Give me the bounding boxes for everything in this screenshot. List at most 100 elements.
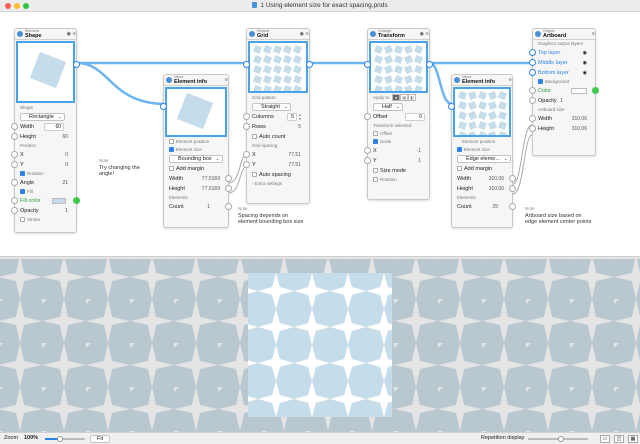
- port-icon[interactable]: [243, 161, 250, 168]
- port-icon[interactable]: [11, 197, 18, 204]
- fit-button[interactable]: Fit: [90, 435, 111, 443]
- port-icon[interactable]: [529, 115, 536, 122]
- rows-field[interactable]: 5: [298, 124, 301, 130]
- note-angle[interactable]: Note Try changing the angle!: [99, 158, 140, 178]
- artboard-node-header[interactable]: Output Artboard ⚙: [533, 29, 595, 40]
- port-icon[interactable]: [11, 161, 18, 168]
- port-icon[interactable]: [73, 61, 80, 68]
- offset-field[interactable]: 0: [405, 113, 425, 121]
- output-preview[interactable]: [0, 259, 640, 432]
- port-icon[interactable]: [529, 49, 536, 56]
- element-info-header[interactable]: Value Element info ⚙: [452, 75, 512, 86]
- shape-node[interactable]: Element Shape ◉ ⚙ Shape Rectangle⌄ Width…: [11, 28, 80, 233]
- y-field[interactable]: 0: [65, 162, 68, 168]
- port-icon[interactable]: [509, 203, 516, 210]
- checkbox-icon[interactable]: [373, 176, 378, 182]
- x-field[interactable]: 77.51: [288, 152, 301, 158]
- eye-icon[interactable]: ◉: [582, 70, 587, 76]
- port-icon[interactable]: [11, 123, 18, 130]
- opacity-field[interactable]: 1: [560, 98, 563, 104]
- checkbox-icon[interactable]: [373, 138, 378, 144]
- port-icon[interactable]: [160, 103, 167, 110]
- zoom-window-button[interactable]: [23, 3, 29, 9]
- element-info-node-1[interactable]: Value Element info ⚙ Element position El…: [160, 74, 232, 228]
- port-icon[interactable]: [73, 197, 80, 204]
- checkbox-icon[interactable]: [20, 170, 25, 176]
- transform-node-header[interactable]: Change Transform ◉ ⚙: [368, 29, 429, 40]
- eye-icon[interactable]: ◉: [582, 50, 587, 56]
- mode-select[interactable]: Bounding box⌄: [169, 155, 223, 163]
- port-icon[interactable]: [529, 97, 536, 104]
- repetition-slider[interactable]: [528, 436, 588, 442]
- gear-icon[interactable]: ⚙: [425, 31, 429, 36]
- port-icon[interactable]: [243, 113, 250, 120]
- checkbox-icon[interactable]: [252, 171, 257, 177]
- checkbox-icon[interactable]: [169, 165, 174, 171]
- checkbox-icon[interactable]: [538, 78, 543, 84]
- port-icon[interactable]: [243, 123, 250, 130]
- grid-node-header[interactable]: Repeat Grid ◉ ⚙: [247, 29, 309, 40]
- checkbox-icon[interactable]: [169, 138, 174, 144]
- port-icon[interactable]: [364, 147, 371, 154]
- repetition-slider-knob[interactable]: [558, 436, 564, 442]
- eye-icon[interactable]: ◉: [419, 31, 424, 37]
- color-swatch[interactable]: [571, 88, 587, 94]
- port-icon[interactable]: [225, 185, 232, 192]
- port-icon[interactable]: [529, 87, 536, 94]
- gear-icon[interactable]: ⚙: [305, 31, 309, 36]
- seg-half-icon[interactable]: ◧: [408, 94, 417, 101]
- port-icon[interactable]: [11, 207, 18, 214]
- y-field[interactable]: 1: [418, 158, 421, 164]
- gear-icon[interactable]: ⚙: [508, 77, 512, 82]
- port-icon[interactable]: [529, 59, 536, 66]
- port-icon[interactable]: [11, 179, 18, 186]
- extra-settings-row[interactable]: › Extra settings: [247, 180, 309, 188]
- element-info-node-2[interactable]: Value Element info ⚙ Element position El…: [448, 74, 516, 228]
- split-toggle-icon[interactable]: ▦: [628, 435, 638, 443]
- gear-icon[interactable]: ⚙: [591, 31, 595, 36]
- checkbox-icon[interactable]: [252, 133, 257, 139]
- close-window-button[interactable]: [5, 3, 11, 9]
- checkbox-icon[interactable]: [457, 165, 462, 171]
- shape-node-header[interactable]: Element Shape ◉ ⚙: [15, 29, 76, 40]
- transform-node[interactable]: Change Transform ◉ ⚙ Apply to●▦◧ Half⌄ O…: [364, 28, 433, 200]
- mode-select[interactable]: Edge eleme...⌄: [457, 155, 511, 163]
- x-field[interactable]: -1: [416, 148, 421, 154]
- port-icon[interactable]: [364, 61, 371, 68]
- port-icon[interactable]: [529, 125, 536, 132]
- checkbox-icon[interactable]: [20, 216, 25, 222]
- angle-field[interactable]: 21: [62, 180, 68, 186]
- port-icon[interactable]: [243, 61, 250, 68]
- pattern-select[interactable]: Straight⌄: [252, 103, 291, 111]
- zoom-slider-knob[interactable]: [57, 436, 63, 442]
- port-icon[interactable]: [364, 157, 371, 164]
- eye-icon[interactable]: ◉: [582, 60, 587, 66]
- eye-icon[interactable]: ◉: [66, 31, 71, 37]
- element-info-header[interactable]: Value Element info ⚙: [164, 75, 228, 86]
- port-icon[interactable]: [11, 151, 18, 158]
- checkbox-icon[interactable]: [457, 146, 462, 152]
- artboard-node[interactable]: Output Artboard ⚙ Graphics output layers…: [529, 28, 599, 156]
- note-artboard[interactable]: Note Artboard size based on edge element…: [525, 206, 591, 226]
- port-icon[interactable]: [225, 203, 232, 210]
- node-canvas[interactable]: Element Shape ◉ ⚙ Shape Rectangle⌄ Width…: [0, 12, 640, 256]
- columns-field[interactable]: 5: [287, 113, 297, 121]
- checkbox-icon[interactable]: [169, 146, 174, 152]
- seg-grid-icon[interactable]: ▦: [400, 94, 409, 101]
- eye-icon[interactable]: ◉: [299, 31, 304, 37]
- minimize-window-button[interactable]: [14, 3, 20, 9]
- checkbox-icon[interactable]: [373, 167, 378, 173]
- view-toggle-icon[interactable]: ▭: [600, 435, 610, 443]
- x-field[interactable]: 0: [65, 152, 68, 158]
- seg-one-icon[interactable]: ●: [392, 94, 401, 101]
- port-icon[interactable]: [364, 113, 371, 120]
- width-field[interactable]: 60: [44, 123, 64, 131]
- gear-icon[interactable]: ⚙: [224, 77, 228, 82]
- port-icon[interactable]: [11, 133, 18, 140]
- gear-icon[interactable]: ⚙: [72, 31, 76, 36]
- layout-toggle-icon[interactable]: ◫: [614, 435, 624, 443]
- opacity-field[interactable]: 1: [65, 208, 68, 214]
- port-icon[interactable]: [509, 175, 516, 182]
- port-icon[interactable]: [592, 87, 599, 94]
- port-icon[interactable]: [243, 151, 250, 158]
